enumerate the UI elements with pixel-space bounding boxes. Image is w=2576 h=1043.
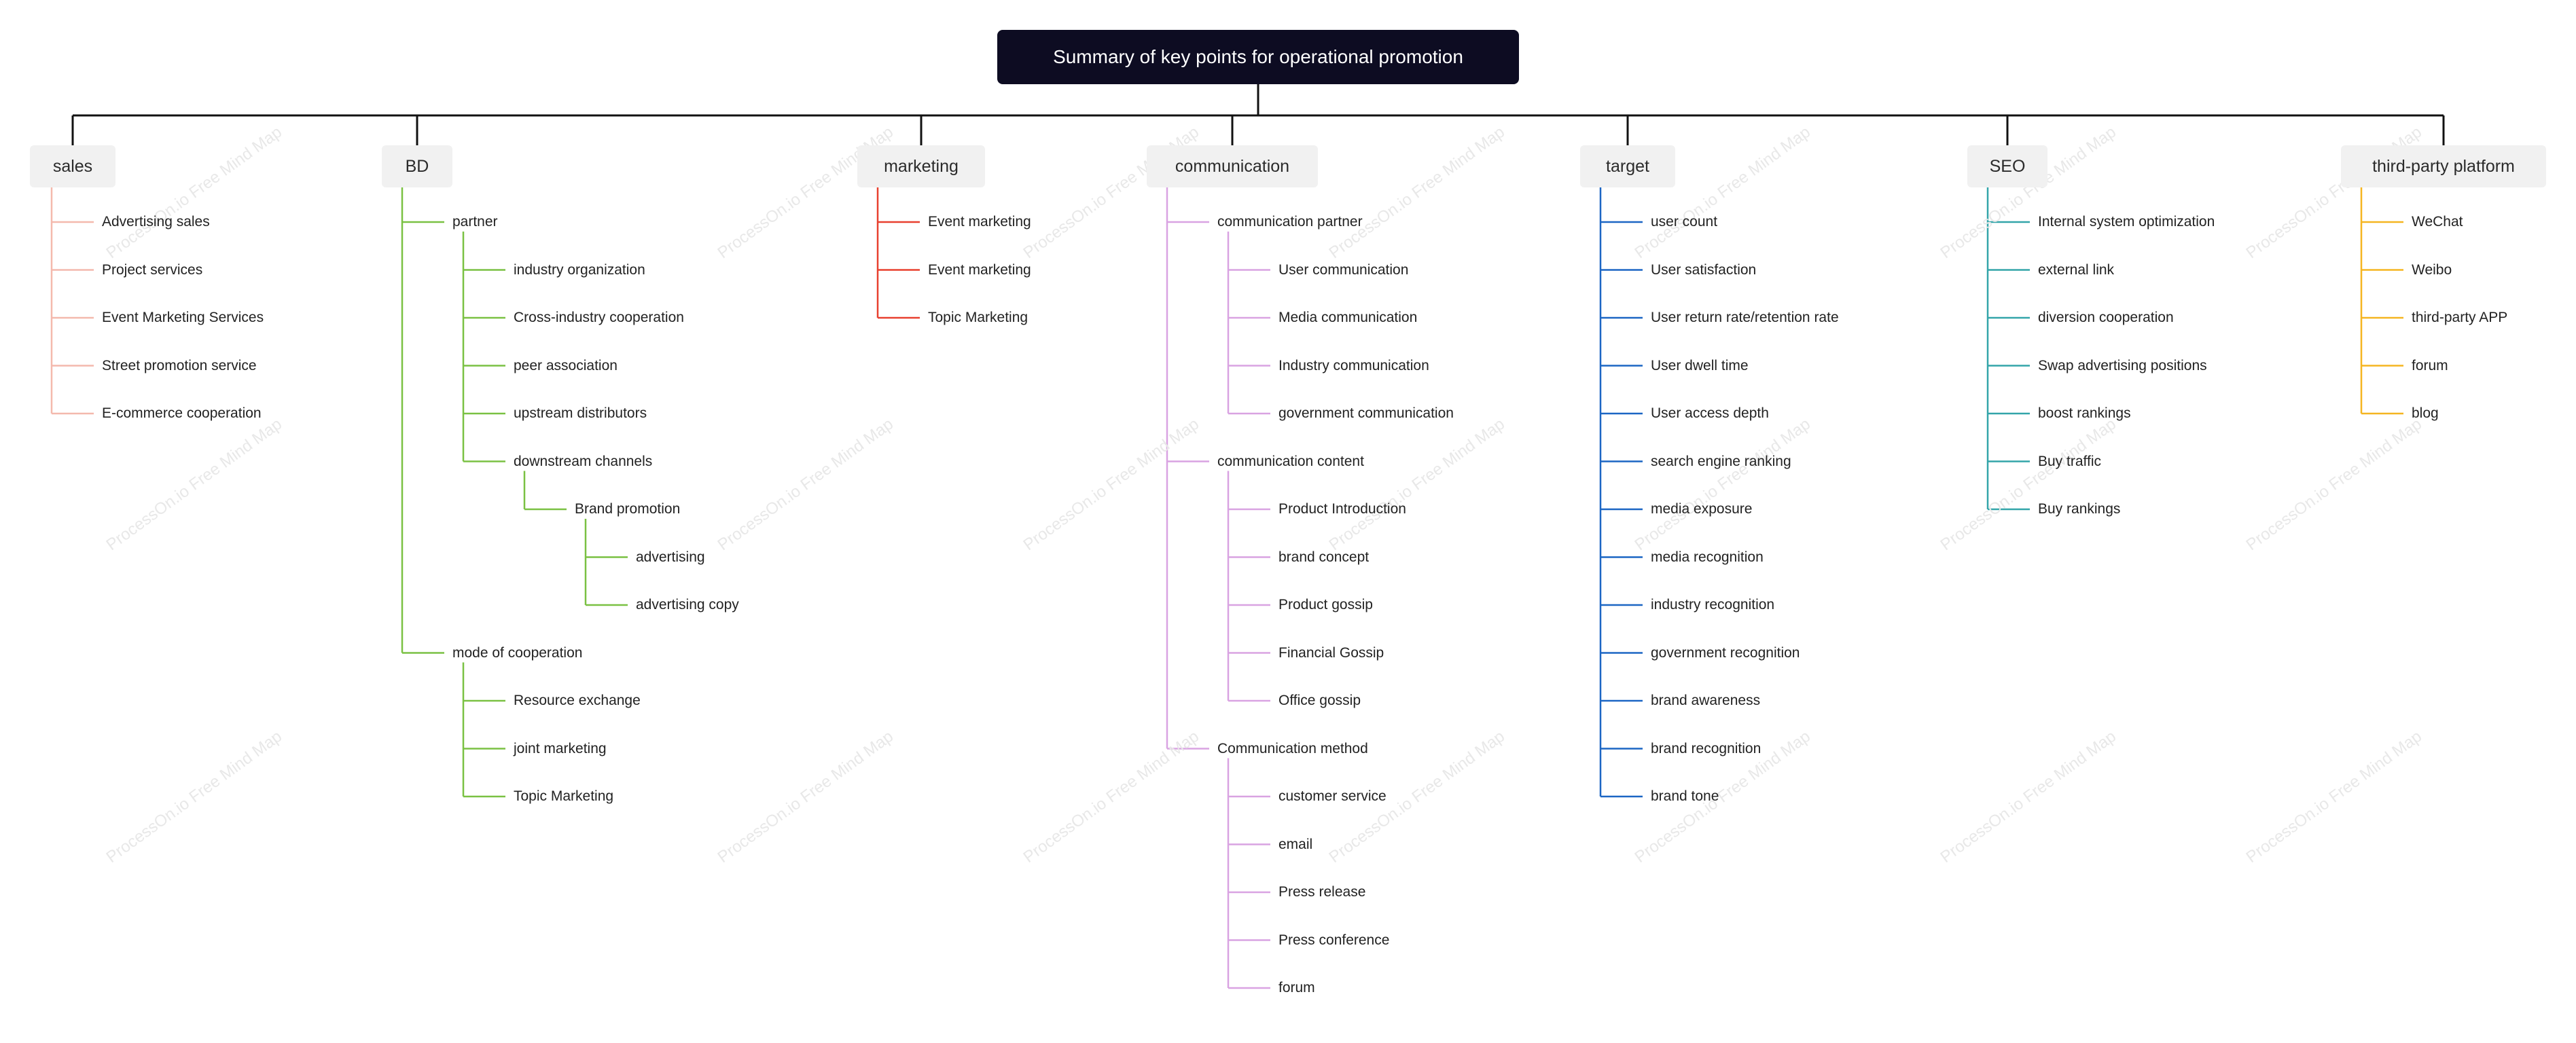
node-item[interactable]: government recognition (1651, 644, 1800, 661)
node-item[interactable]: User access depth (1651, 405, 1769, 421)
node-item[interactable]: mode of cooperation (452, 644, 583, 661)
subnode-item[interactable]: Brand promotion (575, 501, 681, 517)
branch-third-party-platform[interactable]: third-party platform (2341, 145, 2546, 187)
node-item[interactable]: Topic Marketing (928, 310, 1028, 325)
subnode-item[interactable]: joint marketing (514, 740, 607, 756)
subnode-item[interactable]: advertising copy (636, 597, 739, 612)
node-item[interactable]: User return rate/retention rate (1651, 310, 1839, 325)
branch-target[interactable]: target (1580, 145, 1675, 187)
subnode-item[interactable]: peer association (514, 357, 618, 373)
subnode-item[interactable]: downstream channels (514, 453, 653, 469)
subnode-item[interactable]: Office gossip (1278, 693, 1361, 708)
node-item[interactable]: brand tone (1651, 788, 1719, 804)
node-item[interactable]: industry recognition (1651, 597, 1775, 612)
node-item[interactable]: media exposure (1651, 501, 1753, 517)
node-item[interactable]: Internal system optimization (2038, 214, 2215, 230)
node-item[interactable]: partner (452, 214, 498, 230)
node-item[interactable]: Buy traffic (2038, 453, 2101, 469)
node-item[interactable]: E-commerce cooperation (102, 405, 262, 421)
subnode-item[interactable]: industry organization (514, 261, 645, 278)
branch-bd[interactable]: BD (382, 145, 452, 187)
node-item[interactable]: media recognition (1651, 549, 1764, 565)
node-item[interactable]: Project services (102, 261, 203, 278)
node-item[interactable]: diversion cooperation (2038, 310, 2174, 325)
subnode-item[interactable]: Financial Gossip (1278, 644, 1384, 661)
node-item[interactable]: search engine ranking (1651, 453, 1791, 469)
node-item[interactable]: Event marketing (928, 261, 1031, 278)
node-item[interactable]: blog (2412, 405, 2439, 421)
subnode-item[interactable]: Product gossip (1278, 597, 1373, 612)
subnode-item[interactable]: forum (1278, 980, 1315, 995)
subnode-item[interactable]: brand concept (1278, 549, 1370, 565)
node-item[interactable]: Buy rankings (2038, 501, 2121, 517)
node-item[interactable]: communication content (1217, 453, 1364, 469)
node-item[interactable]: forum (2412, 357, 2448, 373)
node-item[interactable]: Event marketing (928, 214, 1031, 230)
subnode-item[interactable]: customer service (1278, 788, 1387, 804)
subnode-item[interactable]: advertising (636, 549, 705, 565)
branch-sales[interactable]: sales (30, 145, 115, 187)
node-item[interactable]: User dwell time (1651, 357, 1749, 373)
node-item[interactable]: User satisfaction (1651, 261, 1757, 278)
subnode-item[interactable]: Cross-industry cooperation (514, 310, 684, 325)
node-item[interactable]: brand recognition (1651, 740, 1761, 756)
node-item[interactable]: Swap advertising positions (2038, 357, 2207, 373)
root-node[interactable]: Summary of key points for operational pr… (997, 30, 1519, 84)
branch-marketing[interactable]: marketing (857, 145, 985, 187)
node-item[interactable]: WeChat (2412, 214, 2463, 230)
subnode-item[interactable]: Media communication (1278, 310, 1418, 325)
branch-communication[interactable]: communication (1147, 145, 1318, 187)
node-item[interactable]: Street promotion service (102, 357, 257, 373)
node-item[interactable]: Weibo (2412, 261, 2452, 278)
subnode-item[interactable]: Press conference (1278, 932, 1390, 948)
subnode-item[interactable]: Product Introduction (1278, 501, 1406, 517)
node-item[interactable]: Advertising sales (102, 214, 210, 230)
node-item[interactable]: boost rankings (2038, 405, 2131, 421)
node-item[interactable]: external link (2038, 261, 2115, 278)
subnode-item[interactable]: Topic Marketing (514, 788, 614, 804)
subnode-item[interactable]: email (1278, 836, 1313, 852)
node-item[interactable]: Event Marketing Services (102, 310, 264, 325)
subnode-item[interactable]: government communication (1278, 405, 1454, 421)
node-item[interactable]: third-party APP (2412, 310, 2508, 325)
node-item[interactable]: Communication method (1217, 740, 1368, 756)
subnode-item[interactable]: Press release (1278, 884, 1366, 900)
subnode-item[interactable]: User communication (1278, 261, 1409, 278)
subnode-item[interactable]: Resource exchange (514, 693, 641, 708)
subnode-item[interactable]: upstream distributors (514, 405, 647, 421)
node-item[interactable]: user count (1651, 214, 1718, 230)
branch-seo[interactable]: SEO (1967, 145, 2047, 187)
node-item[interactable]: communication partner (1217, 214, 1363, 230)
subnode-item[interactable]: Industry communication (1278, 357, 1429, 373)
node-item[interactable]: brand awareness (1651, 693, 1761, 708)
